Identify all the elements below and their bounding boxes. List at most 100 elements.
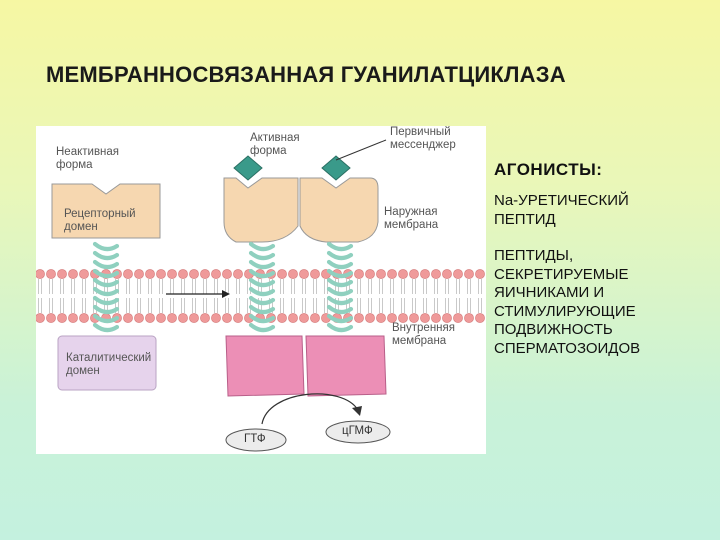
helix-turn (92, 286, 120, 297)
label-catalytic-domain: Каталитический домен (66, 352, 152, 377)
lipid-head (79, 269, 89, 279)
lipid-head (376, 269, 386, 279)
helix-turn (248, 322, 276, 333)
helix-turn (248, 313, 276, 324)
label-inner-membrane: Внутренняя мембрана (392, 322, 455, 347)
helix-turn (92, 304, 120, 315)
lipid-head (36, 313, 45, 323)
lipid-head (222, 269, 232, 279)
helix-turn (248, 268, 276, 279)
inactive-catalytic-domain (57, 335, 157, 391)
lipid-head (464, 269, 474, 279)
lipid-head (288, 269, 298, 279)
lipid-head (178, 269, 188, 279)
lipid-head (453, 269, 463, 279)
label-receptor-domain: Рецепторный домен (64, 208, 136, 233)
reaction-arrow-head (352, 406, 362, 416)
lipid-head (134, 269, 144, 279)
lipid-head (200, 313, 210, 323)
helix-turn (92, 322, 120, 333)
label-primary-messenger: Первичный мессенджер (390, 126, 456, 151)
agonist-item: Na-УРЕТИЧЕСКИЙ ПЕПТИД (494, 192, 629, 228)
helix-turn (326, 295, 354, 306)
catalytic-domain-right (305, 335, 387, 397)
helix-turn (92, 250, 120, 261)
active-receptor-dimer (223, 139, 387, 397)
lipid-head (68, 269, 78, 279)
lipid-head (167, 269, 177, 279)
helix-turn (92, 313, 120, 324)
lipid-head (211, 313, 221, 323)
helix-turn (92, 241, 120, 252)
lipid-head (189, 313, 199, 323)
helix-turn (326, 277, 354, 288)
lipid-head (288, 313, 298, 323)
lipid-head (299, 269, 309, 279)
inactive-transmembrane-helix (92, 241, 120, 333)
label-gtp: ГТФ (244, 433, 266, 445)
lipid-head (145, 313, 155, 323)
helix-turn (326, 286, 354, 297)
lipid-head (167, 313, 177, 323)
lipid-head (211, 269, 221, 279)
catalytic-domain-left (225, 335, 305, 397)
helix-turn (326, 250, 354, 261)
lipid-head (464, 313, 474, 323)
lipid-head (233, 313, 243, 323)
agonists-heading: АГОНИСТЫ: (494, 160, 603, 179)
transport-arrow-head (222, 290, 230, 298)
lipid-head (442, 269, 452, 279)
lipid-head (431, 269, 441, 279)
helix-turn (92, 268, 120, 279)
helix-turn (326, 241, 354, 252)
lipid-head (431, 313, 441, 323)
lipid-head (398, 313, 408, 323)
lipid-head (387, 269, 397, 279)
inactive-receptor-domain (51, 183, 161, 239)
label-outer-membrane: Наружная мембрана (384, 206, 439, 231)
lipid-head (189, 269, 199, 279)
lipid-head (178, 313, 188, 323)
lipid-head (79, 313, 89, 323)
lipid-head (233, 269, 243, 279)
reaction-arrow (261, 393, 359, 425)
helix-turn (326, 322, 354, 333)
lipid-head (420, 269, 430, 279)
helix-turn (248, 277, 276, 288)
lipid-head (277, 313, 287, 323)
lipid-head (409, 313, 419, 323)
lipid-head (156, 313, 166, 323)
helix-turn (326, 304, 354, 315)
lipid-head (442, 313, 452, 323)
active-transmembrane-helix-right (326, 241, 354, 333)
inactive-receptor (51, 183, 230, 391)
lipid-head (310, 313, 320, 323)
helix-turn (248, 304, 276, 315)
lipid-head (145, 269, 155, 279)
label-inactive-form: Неактивная форма (56, 146, 120, 171)
agonist-item: ПЕПТИДЫ, СЕКРЕТИРУЕМЫЕ ЯИЧНИКАМИ И СТИМУ… (494, 247, 641, 357)
active-receptor-domain-left (223, 177, 299, 243)
active-transmembrane-helix-left (248, 241, 276, 333)
active-receptor-domain-right (299, 177, 379, 243)
lipid-head (123, 313, 133, 323)
lipid-head (46, 269, 56, 279)
helix-turn (326, 313, 354, 324)
lipid-head (420, 313, 430, 323)
label-cgmp: цГМФ (342, 425, 373, 437)
messenger-pointer-line (335, 139, 387, 161)
lipid-head (398, 269, 408, 279)
slide-title: МЕМБРАННОСВЯЗАННАЯ ГУАНИЛАТЦИКЛАЗА (46, 62, 566, 87)
lipid-head (354, 269, 364, 279)
agonists-panel: АГОНИСТЫ: Na-УРЕТИЧЕСКИЙ ПЕПТИД ПЕПТИДЫ,… (494, 160, 716, 376)
helix-turn (248, 250, 276, 261)
lipid-head (57, 269, 67, 279)
primary-messenger-left (233, 155, 263, 181)
lipid-head (134, 313, 144, 323)
lipid-head (57, 313, 67, 323)
helix-turn (248, 259, 276, 270)
lipid-head (376, 313, 386, 323)
lipid-head (387, 313, 397, 323)
label-active-form: Активная форма (250, 132, 300, 157)
membrane-diagram (36, 139, 485, 452)
